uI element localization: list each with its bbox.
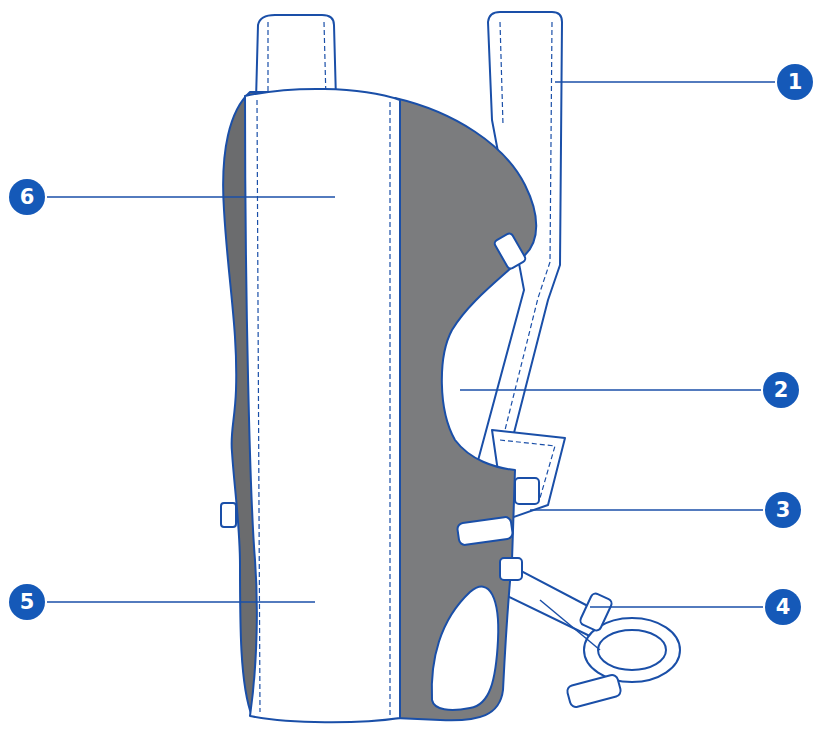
callout-number: 1: [777, 64, 813, 100]
callout-number: 2: [763, 372, 799, 408]
callout-number: 5: [9, 584, 45, 620]
callout-number: 4: [765, 589, 801, 625]
callout-number: 3: [765, 492, 801, 528]
callout-number: 6: [9, 179, 45, 215]
